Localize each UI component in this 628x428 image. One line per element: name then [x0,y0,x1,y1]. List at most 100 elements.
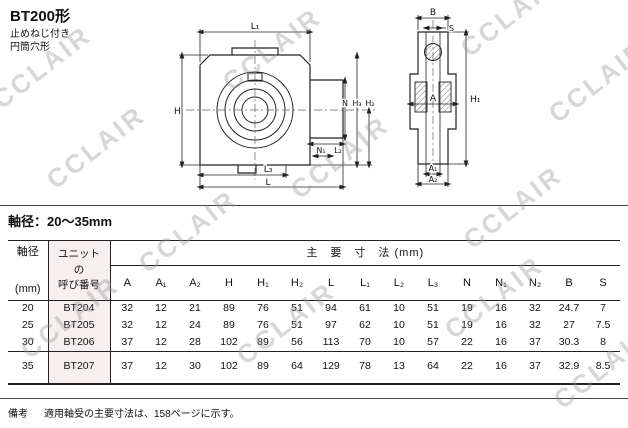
dim-cell: 10 [393,302,405,315]
dim-label-l: L [265,178,270,188]
dim-cell: 89 [223,302,235,315]
dim-header-a2: A₂ [189,276,201,289]
dim-header-n: N [463,276,471,289]
dim-cell: 22 [461,335,473,348]
dim-label-a2: A₂ [429,175,438,184]
dim-cell: 12 [155,335,167,348]
footnote: 備考 適用軸受の主要寸法は、158ページに示す。 [8,405,239,420]
dim-cell: 51 [427,319,439,332]
front-view-drawing: L₁ H N H₃ H₂ N₁ L₂ L₃ L [173,21,376,190]
table-row: 25 BT205 32 12 24 89 76 51 97 62 10 51 1… [8,317,620,335]
dim-cell: 32 [121,319,134,332]
dim-cell: 97 [325,319,337,332]
table-header: 軸径 (mm) ユニット の 呼び番号 主 要 寸 法 (mm) A A₁ A₂ [8,240,621,301]
dim-cell: 89 [257,360,269,373]
dim-cell: 89 [257,335,269,348]
dim-cell: 16 [495,319,507,332]
dim-cell: 37 [121,360,134,373]
dim-cell: 10 [393,319,405,332]
dim-header-a1: A₁ [155,276,167,289]
dim-cell: 78 [359,360,371,373]
header-main-dimensions: 主 要 寸 法 (mm) [110,240,621,266]
dim-header-h: H [225,276,233,289]
dim-header-l3: L₃ [427,276,439,289]
dim-label-l1: L₁ [251,22,260,32]
dim-cell: 24.7 [558,302,580,315]
dim-cell: 16 [495,335,507,348]
dim-cell: 28 [189,335,201,348]
dim-label-a: A [430,94,437,104]
dim-cell: 76 [257,319,269,332]
shaft-diameter-cell: 25 [8,317,49,335]
header-part-number: ユニット の 呼び番号 [48,240,111,301]
part-number-cell: BT207 [48,351,111,384]
footnote-text: 適用軸受の主要寸法は、158ページに示す。 [44,409,240,420]
dim-cell: 8 [600,335,606,348]
subtitle-bore-type: 円筒穴形 [10,42,50,53]
dim-cell: 32 [529,302,541,315]
subtitle-set-screw: 止めねじ付き [10,29,70,40]
footnote-label: 備考 [8,409,28,420]
dim-cell: 13 [393,360,405,373]
dim-label-s: S [449,24,454,33]
dim-cell: 57 [427,335,439,348]
dim-cell: 30.3 [558,335,580,348]
dim-header-s: S [599,276,607,289]
dim-cell: 51 [291,302,303,315]
dim-cell: 70 [359,335,371,348]
table-row: 30 BT206 37 12 28 102 89 56 113 70 10 57… [8,334,620,352]
part-number-cell: BT206 [48,334,111,352]
dim-cell: 32.9 [558,360,580,373]
shaft-diameter-cell: 35 [8,351,49,384]
divider-line [0,398,628,399]
dim-label-l2: L₂ [334,146,342,155]
part-number-cell: BT205 [48,317,111,335]
header-part-line3: 呼び番号 [58,279,100,292]
dim-label-h2: H₂ [365,99,374,108]
dim-cell: 102 [220,335,238,348]
header-shaft-diameter: 軸径 (mm) [8,240,49,301]
shaft-diameter-cell: 20 [8,300,49,318]
dim-cell: 12 [155,319,167,332]
dim-cell: 37 [121,335,134,348]
dim-label-h: H [174,107,181,117]
dimensions-table: 軸径 (mm) ユニット の 呼び番号 主 要 寸 法 (mm) A A₁ A₂ [8,240,621,385]
dim-cell: 51 [291,319,303,332]
dim-cell: 12 [155,302,167,315]
dim-cell: 64 [427,360,439,373]
header-shaft-unit: (mm) [14,283,41,296]
dim-header-n1: N₁ [495,276,507,289]
dim-cell: 37 [529,335,541,348]
dim-cell: 10 [393,335,405,348]
dim-cell: 7.5 [595,319,611,332]
dim-cell: 62 [359,319,371,332]
dim-cell: 22 [461,360,473,373]
dim-header-b: B [565,276,573,289]
header-part-line1: ユニット [58,247,100,260]
dim-label-n1: N₁ [316,146,325,155]
dim-header-l1: L₁ [360,276,370,289]
table-body: 20 BT204 32 12 21 89 76 51 94 61 10 51 1… [8,300,621,384]
dim-cell: 32 [529,319,541,332]
dim-cell: 27 [563,319,575,332]
dim-cell: 129 [322,360,340,373]
dim-label-l3: L₃ [264,165,273,175]
dim-cell: 12 [155,360,167,373]
dim-cell: 102 [220,360,238,373]
table-header-row-2: A A₁ A₂ H H₁ H₂ L L₁ L₂ L₃ N N₁ N₂ B S [8,266,620,301]
dim-label-n: N [342,99,348,108]
dim-cell: 8.5 [595,360,611,373]
table-header-row-1: 軸径 (mm) ユニット の 呼び番号 主 要 寸 法 (mm) [8,240,621,301]
dim-cell: 61 [359,302,371,315]
dim-cell: 21 [189,302,201,315]
shaft-diameter-range: 軸径：20～35mm [8,214,113,229]
dim-header-l2: L₂ [393,276,405,289]
dim-header-n2: N₂ [528,276,542,289]
dim-label-h3: H₃ [352,99,361,108]
table-row: 20 BT204 32 12 21 89 76 51 94 61 10 51 1… [8,300,620,318]
dim-cell: 30 [189,360,201,373]
dim-cell: 56 [291,335,303,348]
dim-cell: 64 [291,360,303,373]
part-number-cell: BT204 [48,300,111,318]
